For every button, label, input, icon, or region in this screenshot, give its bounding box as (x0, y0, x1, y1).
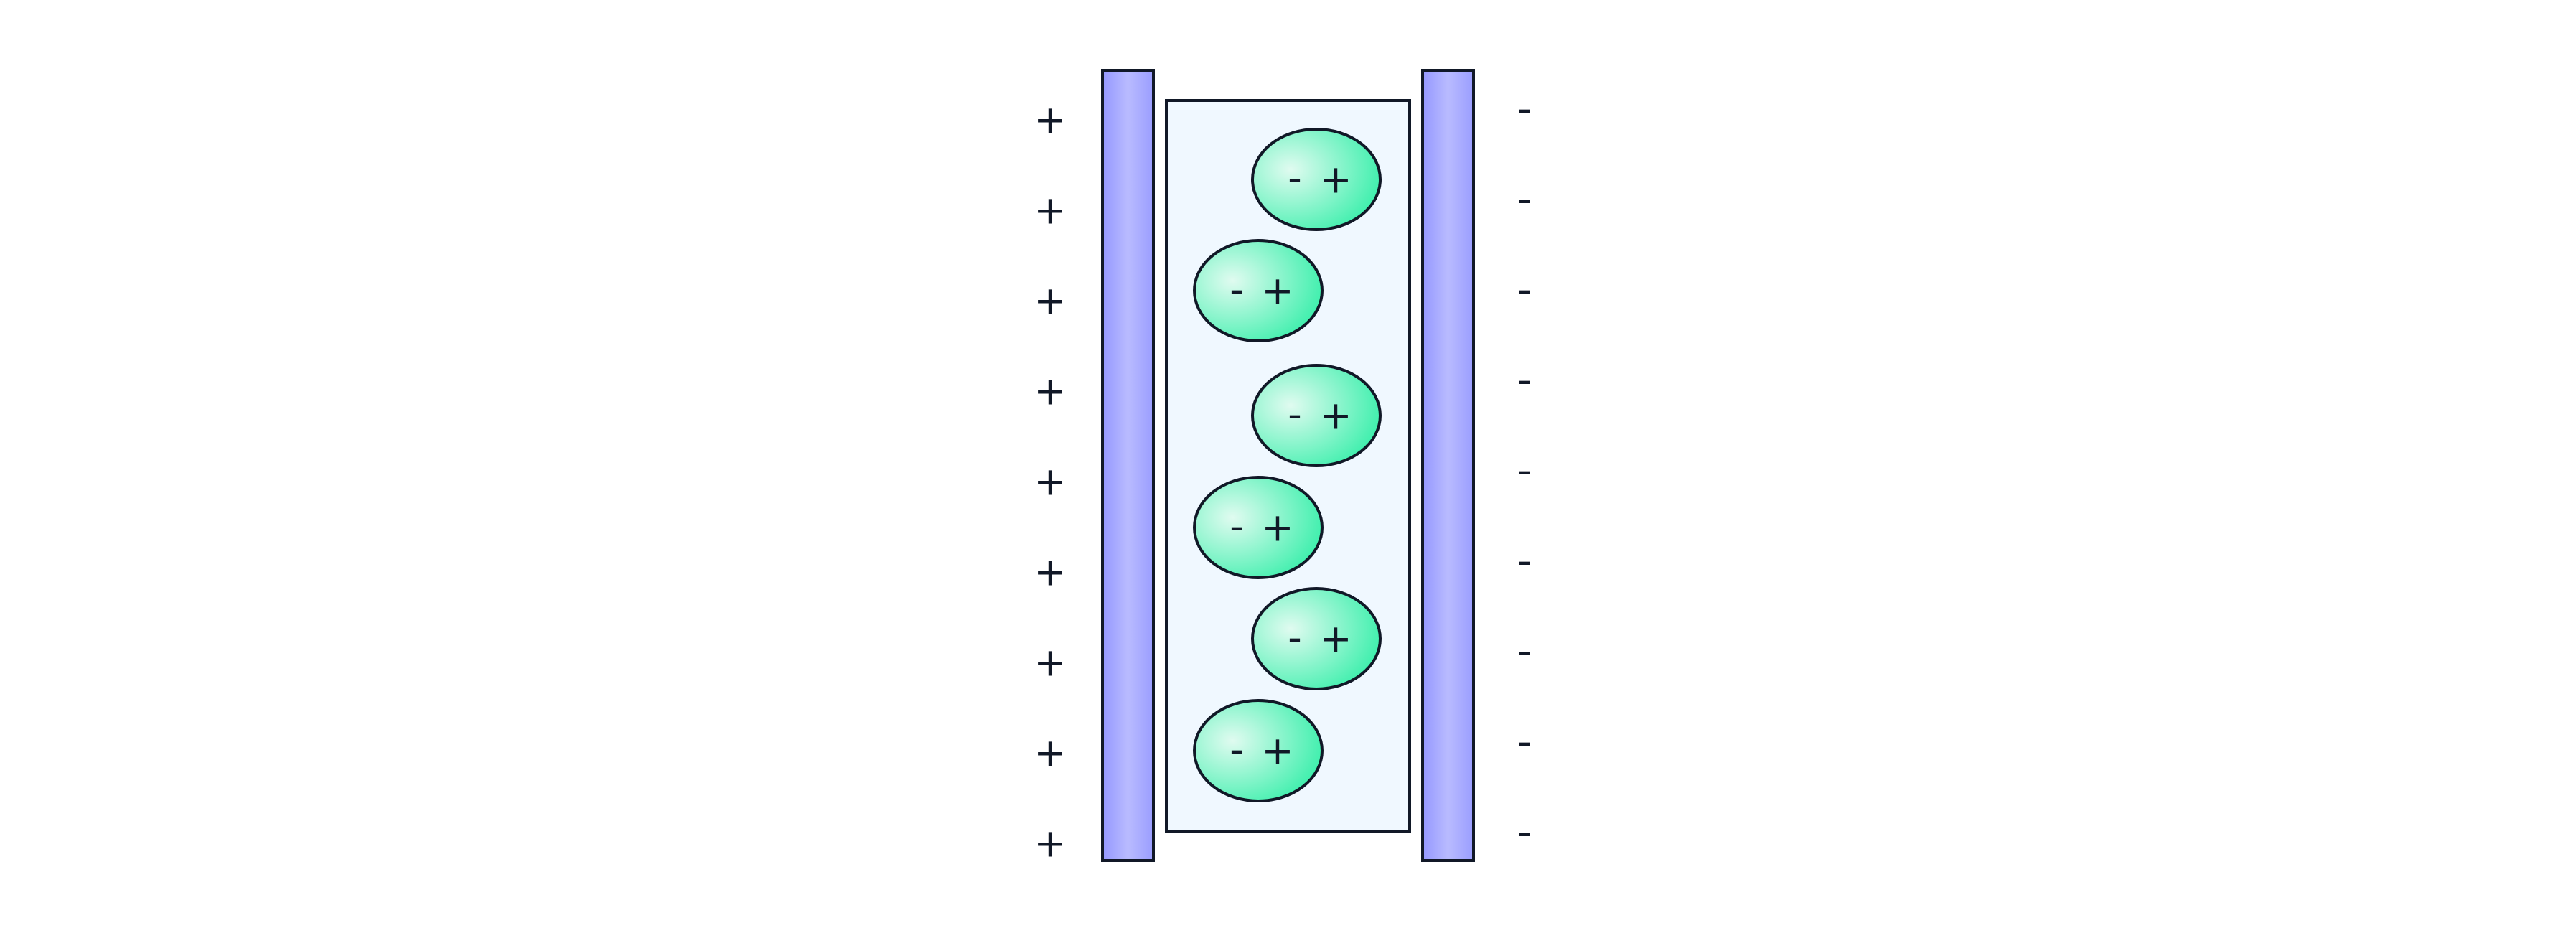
plus-charge: + (1034, 188, 1066, 233)
dipole-ellipse (1251, 364, 1382, 467)
dipole-negative: - (1230, 267, 1244, 312)
right-plate-charges: - - - - - - - - - (1517, 86, 1532, 855)
plus-charge: + (1034, 459, 1066, 505)
dipole-ellipse (1251, 587, 1382, 690)
plus-charge: + (1034, 98, 1066, 143)
dipole: -+ (1251, 364, 1382, 467)
plus-charge: + (1034, 369, 1066, 414)
dipole-negative: - (1288, 156, 1302, 201)
dipole-positive: + (1319, 393, 1352, 439)
dipole-ellipse (1193, 476, 1324, 579)
minus-charge: - (1517, 86, 1532, 131)
dipole: -+ (1251, 128, 1382, 231)
dipole: -+ (1193, 476, 1324, 579)
dipoles: -+-+-+-+-+-+ (1193, 128, 1382, 802)
plus-charge: + (1034, 640, 1066, 685)
dipole: -+ (1193, 699, 1324, 802)
dipole-negative: - (1230, 727, 1244, 772)
minus-charge: - (1517, 357, 1532, 403)
minus-charge: - (1517, 267, 1532, 312)
left-plate (1101, 69, 1155, 862)
minus-charge: - (1517, 538, 1532, 583)
dipole-ellipse (1193, 699, 1324, 802)
dipole-positive: + (1319, 157, 1352, 202)
right-plate (1421, 69, 1475, 862)
dipole-negative: - (1288, 392, 1302, 437)
dipole-positive: + (1319, 616, 1352, 662)
minus-charge: - (1517, 629, 1532, 674)
dipole-ellipse (1251, 128, 1382, 231)
plus-charge: + (1034, 278, 1066, 324)
minus-charge: - (1517, 448, 1532, 493)
minus-charge: - (1517, 177, 1532, 222)
dipole-positive: + (1261, 268, 1293, 314)
dipole: -+ (1251, 587, 1382, 690)
plus-charge: + (1034, 731, 1066, 776)
dipole: -+ (1193, 239, 1324, 342)
dipole-ellipse (1193, 239, 1324, 342)
plus-charge: + (1034, 821, 1066, 866)
dipole-negative: - (1288, 615, 1302, 660)
plus-charge: + (1034, 550, 1066, 595)
dipole-positive: + (1261, 728, 1293, 774)
minus-charge: - (1517, 810, 1532, 855)
dipole-negative: - (1230, 504, 1244, 549)
dipole-positive: + (1261, 505, 1293, 550)
minus-charge: - (1517, 719, 1532, 764)
left-plate-charges: + + + + + + + + + (1034, 98, 1066, 866)
